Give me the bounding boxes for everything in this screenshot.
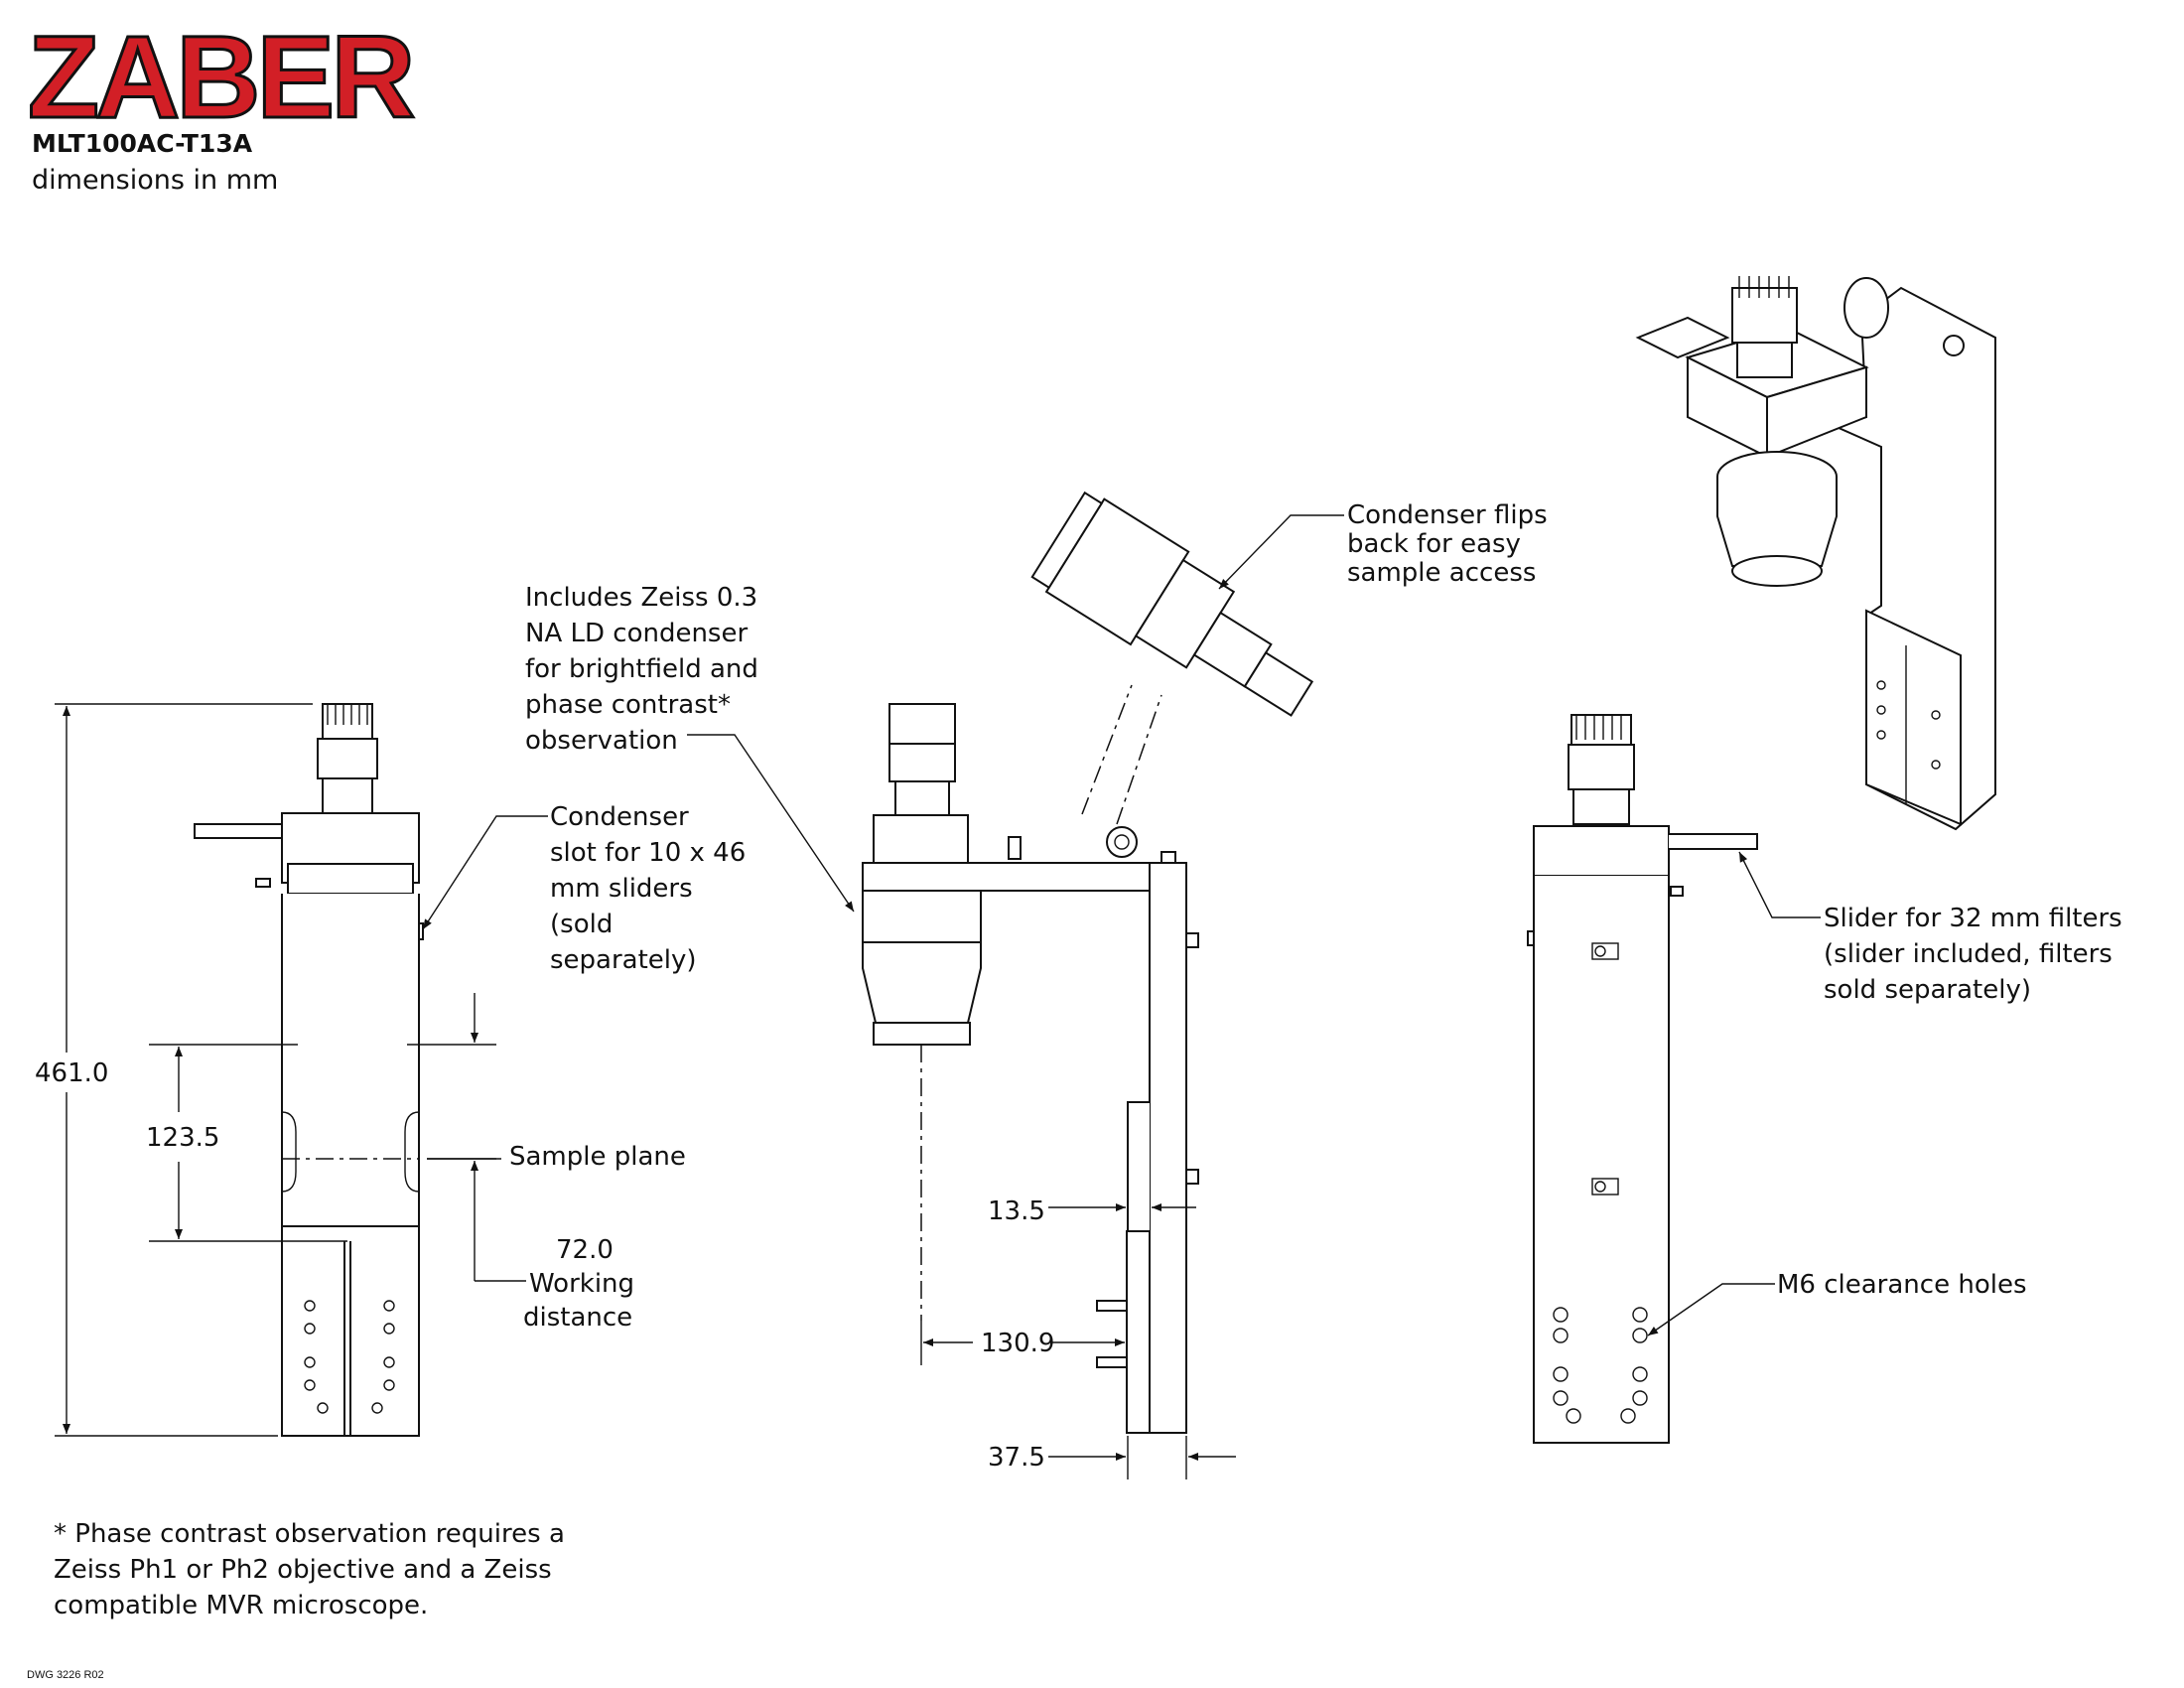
front-view-dimensions: 461.0 123.5 Sample plane 72.0 Working di… (35, 703, 746, 1437)
footnote-line: compatible MVR microscope. (54, 1591, 428, 1620)
condenser-note: for brightfield and (525, 654, 758, 684)
working-distance-label: distance (523, 1303, 632, 1333)
model-number: MLT100AC-T13A (32, 129, 253, 158)
dim-condenser-to-sample: 123.5 (146, 1123, 219, 1153)
footnote-line: * Phase contrast observation requires a (54, 1519, 565, 1549)
back-view-callouts: Slider for 32 mm filters (slider include… (1647, 851, 2122, 1336)
drawing-number: DWG 3226 R02 (27, 1669, 104, 1681)
condenser-slot-note: mm sliders (550, 874, 693, 904)
condenser-note: observation (525, 726, 678, 756)
flip-note: Condenser flips (1347, 500, 1548, 530)
side-view-drawing (862, 491, 1314, 1434)
side-view-dimensions: Includes Zeiss 0.3 NA LD condenser for b… (525, 500, 1548, 1479)
slider-note: Slider for 32 mm filters (1824, 904, 2122, 933)
dim-plate-thickness: 13.5 (988, 1196, 1045, 1226)
condenser-note: NA LD condenser (525, 619, 748, 648)
working-distance-label: Working (529, 1269, 634, 1299)
zaber-logo: ZABER (28, 12, 413, 143)
condenser-slot-note: separately) (550, 945, 697, 975)
back-view-drawing (1527, 714, 1758, 1444)
slider-note: sold separately) (1824, 975, 2031, 1005)
isometric-view-drawing (1635, 276, 1996, 831)
front-view-drawing (194, 703, 424, 1437)
flip-note: back for easy (1347, 529, 1521, 559)
dim-axis-offset: 130.9 (981, 1329, 1054, 1358)
condenser-note: phase contrast* (525, 690, 731, 720)
units-note: dimensions in mm (32, 165, 278, 196)
dim-overall-height: 461.0 (35, 1058, 108, 1088)
footnote-line: Zeiss Ph1 or Ph2 objective and a Zeiss (54, 1555, 552, 1585)
dim-base-depth: 37.5 (988, 1443, 1045, 1473)
condenser-slot-note: Condenser (550, 802, 689, 832)
sample-plane-label: Sample plane (509, 1142, 686, 1172)
working-distance-value: 72.0 (556, 1235, 614, 1265)
condenser-slot-note: slot for 10 x 46 (550, 838, 746, 868)
condenser-slot-note: (sold (550, 910, 613, 939)
flip-note: sample access (1347, 558, 1536, 588)
slider-note: (slider included, filters (1824, 939, 2113, 969)
holes-note: M6 clearance holes (1777, 1270, 2027, 1300)
condenser-note: Includes Zeiss 0.3 (525, 583, 757, 613)
